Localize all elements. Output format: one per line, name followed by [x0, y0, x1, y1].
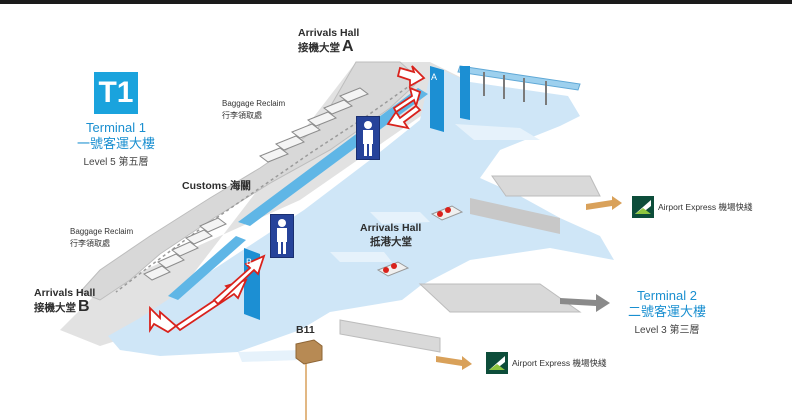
floor-band [370, 212, 430, 224]
arrivals-hall-b-zh-text: 接機大堂 [34, 302, 76, 314]
airport-express-upper: Airport Express 機場快綫 [632, 196, 752, 218]
airport-express-lower-label: Airport Express 機場快綫 [512, 358, 607, 368]
airport-express-icon [632, 196, 654, 218]
baggage-reclaim-left-zh: 行李領取處 [70, 239, 110, 248]
person-icon [356, 116, 380, 160]
direction-arrow-icon [436, 356, 472, 370]
direction-arrow-icon [586, 196, 622, 210]
walkway-upper-side [470, 198, 560, 234]
b11-box [295, 339, 323, 365]
arrivals-hall-b-en: Arrivals Hall [34, 287, 96, 299]
floor-band [330, 252, 392, 262]
pillar-a-label: A [431, 72, 438, 82]
b11-label: B11 [296, 324, 315, 336]
top-border [0, 0, 792, 4]
arrivals-hall-a-zh-text: 接機大堂 [298, 42, 340, 54]
customs-en: Customs [182, 180, 227, 192]
terminal2-name-zh: 二號客運大樓 [627, 304, 706, 319]
walkway-upper [491, 175, 601, 197]
baggage-belts-bottom [143, 217, 227, 281]
person-icon [270, 214, 294, 258]
route-arrows [149, 65, 426, 334]
baggage-belts-top [258, 87, 370, 163]
airport-express-lower: Airport Express 機場快綫 [486, 352, 606, 374]
baggage-reclaim-left-en: Baggage Reclaim [70, 227, 134, 236]
customs-zh: 海關 [229, 180, 251, 192]
terminal1-name-zh: 一號客運大樓 [76, 136, 155, 151]
baggage-reclaim-top-en: Baggage Reclaim [222, 99, 286, 108]
pillar-a [430, 66, 444, 132]
floor-band [455, 124, 540, 140]
baggage-icon [430, 205, 464, 221]
terminal1-name-en: Terminal 1 [86, 120, 146, 135]
terminal1-logo: T1 [94, 72, 138, 114]
baggage-reclaim-platform [79, 61, 421, 301]
baggage-reclaim-top-zh: 行李領取處 [222, 111, 262, 120]
direction-arrow-icon [560, 294, 610, 312]
terminal2-name-en: Terminal 2 [637, 288, 697, 303]
customs-label: Customs 海關 [182, 180, 251, 193]
arrivals-hall-center-en: Arrivals Hall [360, 222, 422, 234]
terminal2-level: Level 3 第三層 [634, 325, 700, 336]
terminal1-level: Level 5 第五層 [83, 157, 149, 168]
customs-line [115, 83, 413, 293]
baggage-icon [376, 261, 410, 277]
customs-wall-lower [168, 236, 246, 300]
arrivals-hall-center-zh: 抵港大堂 [370, 236, 412, 248]
airport-express-icon [486, 352, 508, 374]
customs-wall [238, 88, 428, 226]
walkway-lower [418, 283, 582, 313]
arrivals-hall-a-en: Arrivals Hall [298, 27, 360, 39]
floor-band [238, 350, 300, 362]
canopy [457, 65, 581, 120]
airport-express-upper-label: Airport Express 機場快綫 [658, 202, 753, 212]
arrivals-hall-b-letter: B [78, 298, 90, 315]
arrivals-hall-a-letter: A [342, 38, 354, 55]
pillar-b-label: B [246, 257, 253, 267]
walkway-bottom [339, 319, 441, 353]
